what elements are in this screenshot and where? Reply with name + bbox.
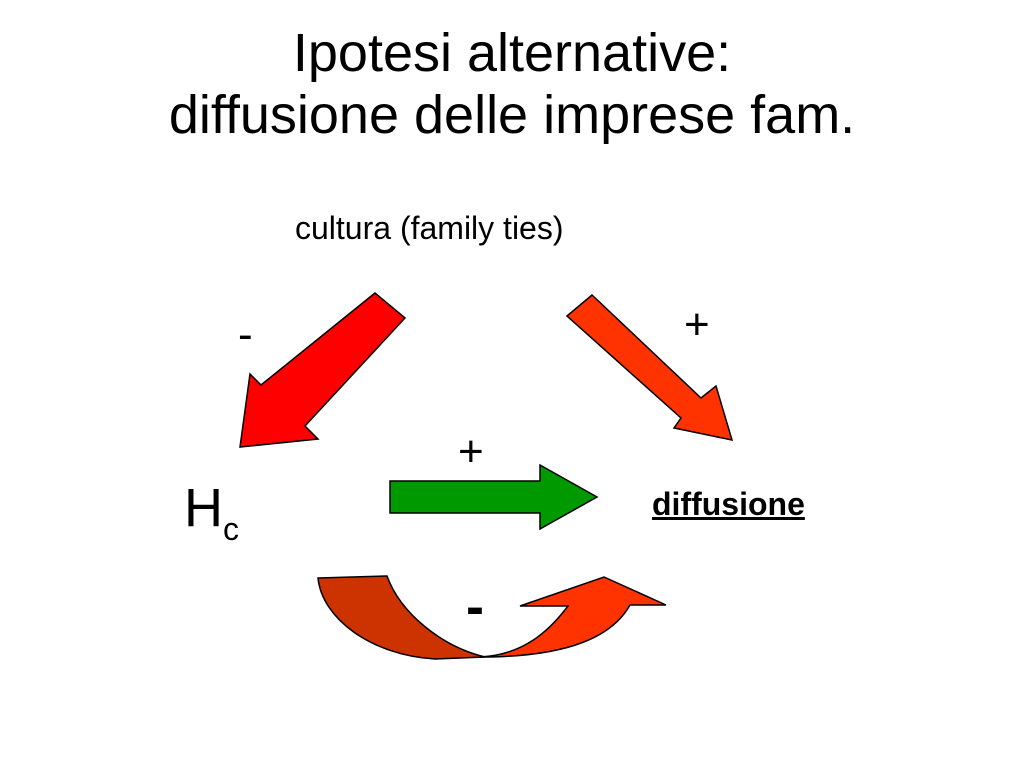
sign-culture-to-diffusion: + bbox=[684, 300, 710, 349]
loop-arrow-right-head bbox=[479, 576, 667, 658]
sign-culture-to-hc: - bbox=[238, 310, 253, 359]
slide-title: Ipotesi alternative: diffusione delle im… bbox=[0, 22, 1024, 146]
node-diffusion: diffusione bbox=[652, 486, 805, 522]
sign-hc-to-diffusion: + bbox=[458, 427, 484, 476]
loop-arrow-left-lobe bbox=[317, 575, 486, 660]
arrow-culture-to-hc bbox=[239, 292, 407, 448]
arrow-culture-to-diffusion bbox=[565, 293, 734, 441]
slide-title-line-2: diffusione delle imprese fam. bbox=[168, 85, 856, 145]
node-human-capital: Hc bbox=[184, 478, 239, 547]
sign-feedback-loop: - bbox=[466, 577, 484, 637]
source-node-label: cultura (family ties) bbox=[295, 210, 564, 246]
node-human-capital-base: H bbox=[184, 478, 223, 538]
slide-title-line-1: Ipotesi alternative: bbox=[292, 23, 732, 83]
arrow-hc-to-diffusion bbox=[389, 463, 599, 531]
node-human-capital-subscript: c bbox=[223, 511, 239, 547]
